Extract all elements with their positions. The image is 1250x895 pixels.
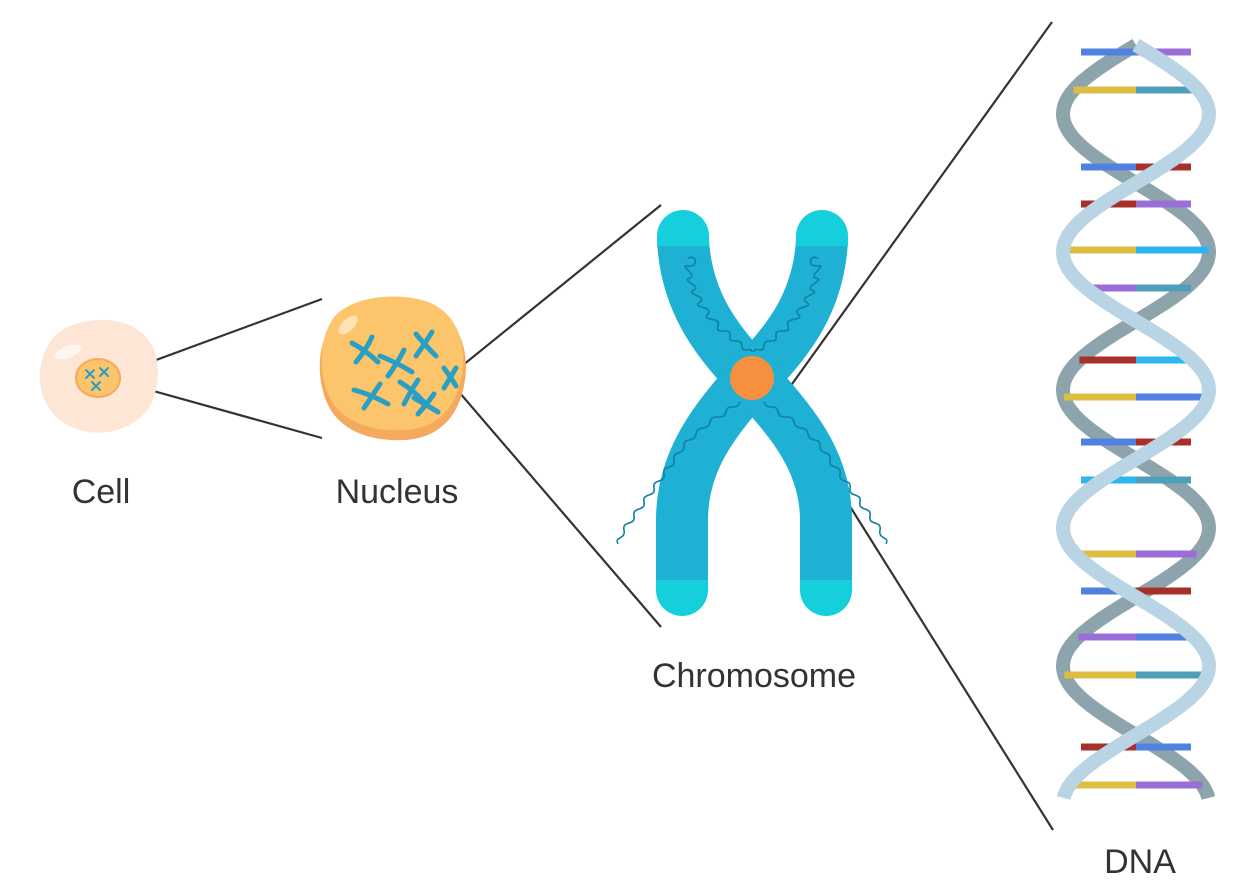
chromosome-tip [800, 580, 852, 616]
nucleus-highlight [338, 315, 358, 335]
dna-base-left [1081, 587, 1136, 595]
coil-lower-left [616, 401, 741, 545]
cell-chromosome [85, 369, 95, 379]
dna-base-right [1136, 587, 1191, 595]
chromosome-tip [796, 210, 848, 246]
cell-highlight [54, 344, 82, 360]
dna-base-right [1136, 284, 1191, 292]
dna-base-right [1136, 86, 1199, 94]
nucleus-chromosome [441, 365, 459, 391]
coil-lower-right [763, 401, 888, 545]
cell-chromosome [91, 381, 101, 391]
dna-base-left [1064, 671, 1136, 679]
chromosome-tip [656, 580, 708, 616]
dna-base-right [1136, 356, 1193, 364]
dna-base-right [1136, 48, 1191, 56]
chromosome-icon [616, 210, 888, 616]
cell-label: Cell [72, 473, 131, 511]
nucleus-label: Nucleus [336, 473, 459, 511]
dna-base-left [1073, 86, 1136, 94]
dna-base-right [1136, 743, 1191, 751]
cell-chromosome [99, 367, 109, 377]
coil-upper-left [684, 256, 753, 353]
dna-base-right [1136, 633, 1194, 641]
chromosome-tips [656, 210, 852, 616]
chromosome-tip [657, 210, 709, 246]
dna-base-right [1136, 476, 1191, 484]
zoom-line-chromosome-dna-top [781, 21, 1053, 399]
nucleus-chromosome [413, 329, 435, 359]
zoom-line-nucleus-chromosome-top [446, 204, 662, 379]
dna-base-left [1063, 393, 1136, 401]
zoom-lines [106, 21, 1054, 831]
nucleus-chromosome [361, 381, 383, 411]
dna-base-left [1075, 550, 1136, 558]
chromosome-label: Chromosome [652, 657, 856, 695]
dna-base-right [1136, 671, 1208, 679]
chromosome-coils [616, 256, 888, 545]
dna-base-right [1136, 246, 1209, 254]
dna-base-right [1136, 781, 1203, 789]
coil-upper-right [753, 256, 822, 353]
dna-base-left [1081, 163, 1136, 171]
dna-base-left [1079, 356, 1136, 364]
nucleus-chromosomes [349, 329, 459, 417]
dna-base-left [1063, 246, 1136, 254]
dna-base-right [1136, 200, 1191, 208]
dna-base-right [1136, 550, 1197, 558]
dna-base-left [1069, 781, 1136, 789]
zoom-line-nucleus-chromosome-bottom [446, 377, 662, 628]
nucleus-chromosome [415, 391, 437, 417]
dna-helix-icon [1055, 38, 1217, 800]
chromosome-arms [656, 214, 852, 614]
cell-chromosomes [85, 367, 109, 391]
dna-base-left [1078, 633, 1136, 641]
chromosome-arm-lower-left [656, 352, 778, 614]
dna-base-left [1081, 284, 1136, 292]
nucleus-chromosome [385, 347, 407, 379]
chromosome-arm-lower-right [726, 352, 852, 614]
nucleus-chromosome [353, 334, 375, 365]
cell-nucleus [75, 358, 121, 398]
nucleus-icon [319, 296, 466, 441]
cell-icon [39, 319, 158, 433]
dna-base-left [1081, 48, 1136, 56]
dna-base-left [1081, 438, 1136, 446]
dna-backbone-front [1055, 38, 1217, 800]
centromere [730, 356, 774, 400]
dna-label: DNA [1104, 843, 1176, 881]
dna-base-right [1136, 393, 1209, 401]
nucleus-chromosome [401, 377, 421, 407]
